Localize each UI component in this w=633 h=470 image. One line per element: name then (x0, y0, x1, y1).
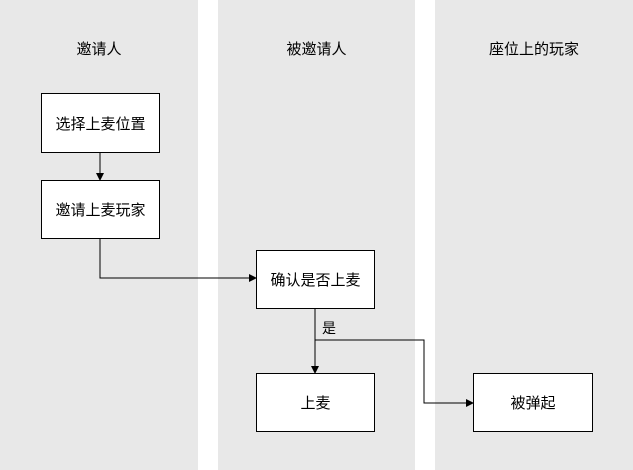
node-go-on-mic: 上麦 (256, 373, 375, 432)
node-confirm: 确认是否上麦 (256, 250, 375, 309)
lane-title-seated-player: 座位上的玩家 (488, 40, 579, 58)
edge-label-yes: 是 (322, 321, 336, 337)
node-bumped: 被弹起 (473, 373, 593, 432)
edge-yes-to-bumped (315, 339, 474, 407)
lane-title-invitee: 被邀请人 (286, 40, 347, 58)
lane-title-inviter: 邀请人 (76, 40, 122, 58)
node-invite-player: 邀请上麦玩家 (41, 180, 160, 239)
node-choose-seat: 选择上麦位置 (41, 93, 160, 153)
edge-invite-to-confirm (99, 239, 257, 282)
